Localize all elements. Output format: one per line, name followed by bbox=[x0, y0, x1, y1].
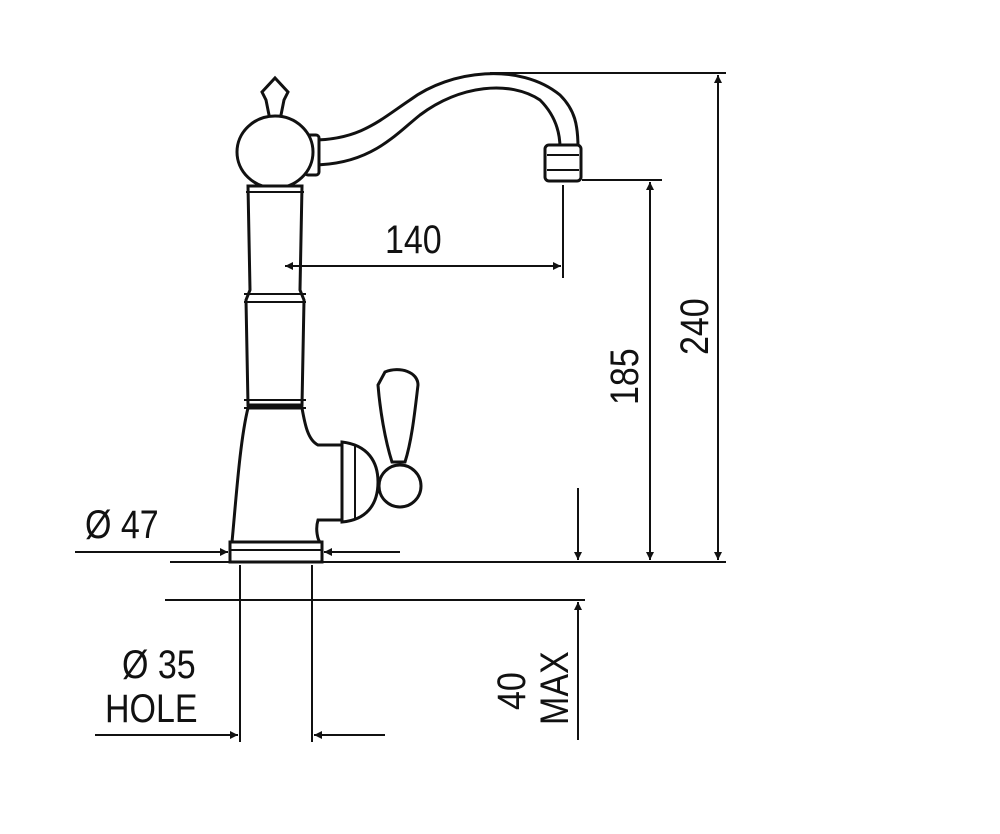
dimension-lines bbox=[75, 72, 726, 742]
dimension-label-240: 240 bbox=[671, 298, 716, 355]
dimension-label-hole: HOLE bbox=[105, 685, 198, 730]
dimension-label-hole-diameter: Ø 35 bbox=[122, 641, 196, 686]
dimension-label-40: 40 bbox=[488, 672, 533, 710]
dimension-label-185: 185 bbox=[601, 348, 646, 405]
dimension-label-140: 140 bbox=[385, 216, 442, 261]
dimension-label-max: MAX bbox=[531, 651, 576, 725]
dimension-label-base-diameter: Ø 47 bbox=[85, 501, 159, 546]
faucet-outline bbox=[228, 72, 583, 564]
